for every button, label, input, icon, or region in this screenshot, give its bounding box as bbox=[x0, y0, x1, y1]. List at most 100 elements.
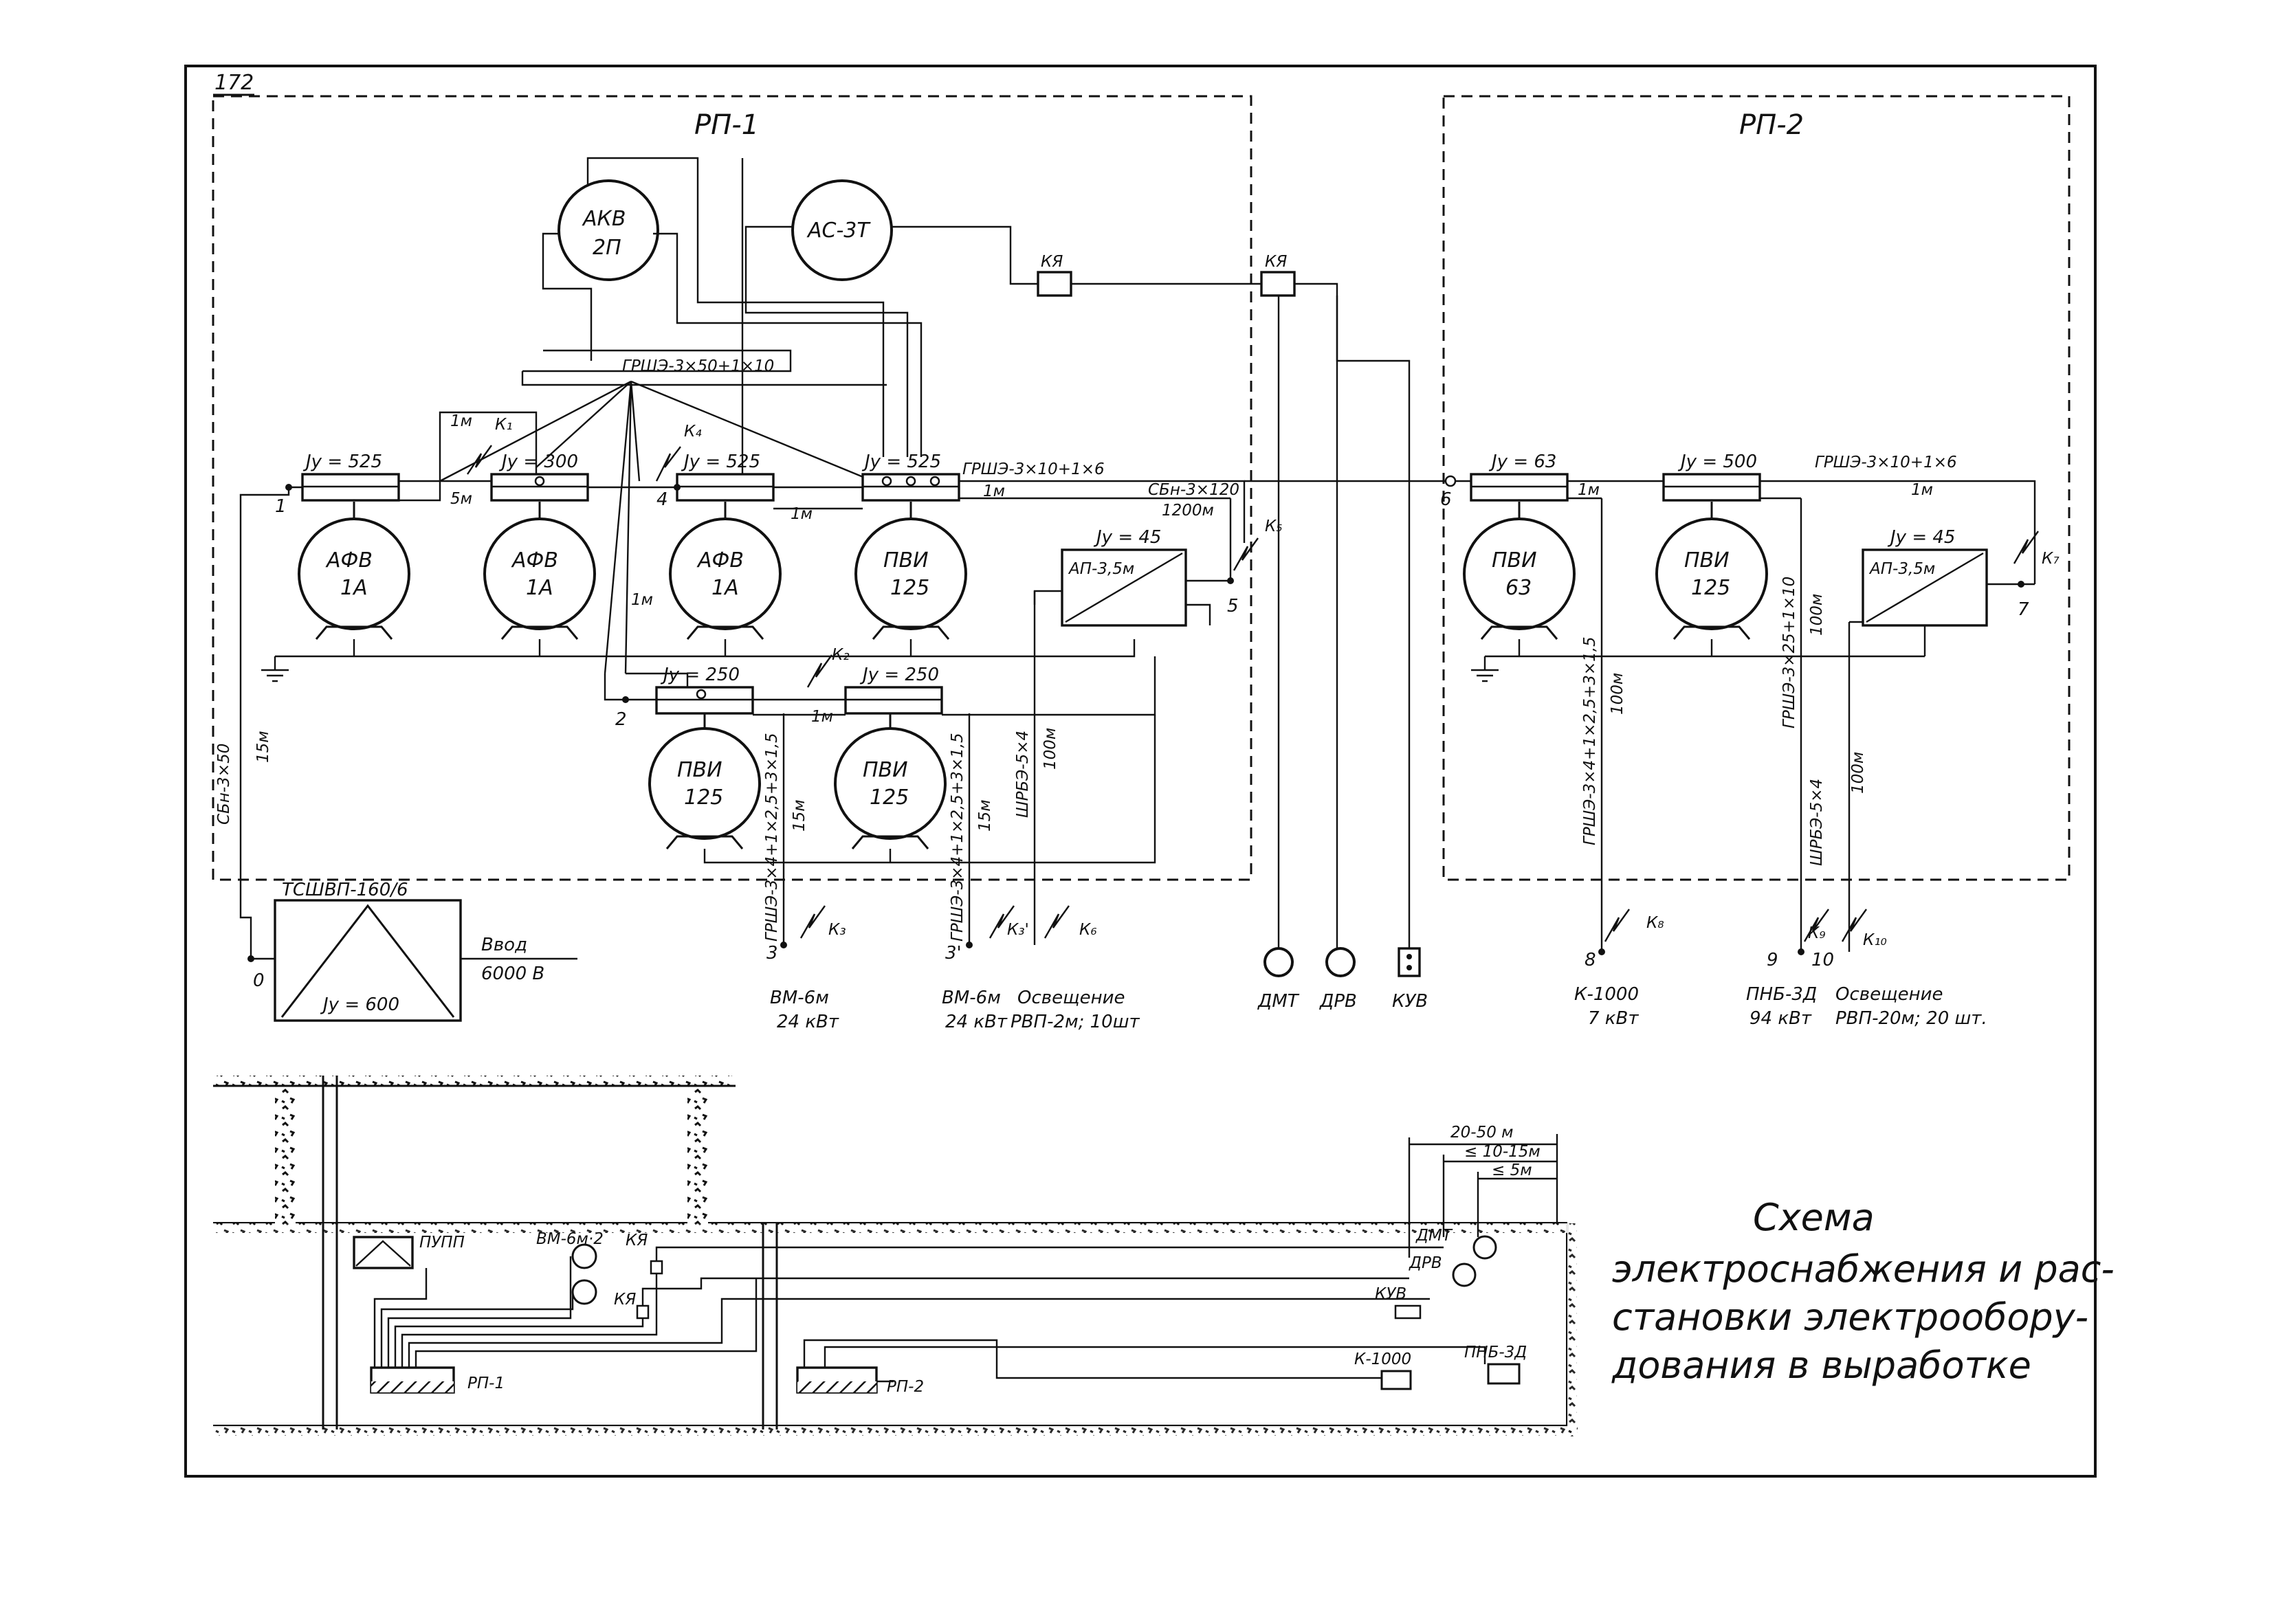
motor-6-model: 125 bbox=[870, 786, 909, 810]
fault-k10-arrow bbox=[1841, 909, 1867, 942]
load-vm1-name: ВМ-6м bbox=[770, 988, 829, 1008]
cable-vm1: ГРШЭ-3×4+1×2,5+3×1,5 bbox=[763, 733, 781, 942]
motor-1-model: 1А bbox=[340, 576, 368, 600]
plan-fan-1-icon bbox=[571, 1243, 597, 1269]
plan-dim-1: 20-50 м bbox=[1450, 1124, 1514, 1142]
fault-k8-label: К₈ bbox=[1646, 914, 1664, 932]
load-pnb-name: ПНБ-3Д bbox=[1746, 984, 1817, 1005]
node-9-dot bbox=[1798, 948, 1804, 955]
fault-k8-arrow bbox=[1604, 909, 1630, 942]
transformer-ap-2-label: АП-3,5м bbox=[1868, 560, 1935, 578]
motor-1 bbox=[298, 502, 410, 640]
main-bus-wire bbox=[521, 349, 887, 386]
load-vm2-name: ВМ-6м bbox=[942, 988, 1001, 1008]
ground-bus-rp2 bbox=[1471, 639, 1925, 682]
node-2-label: 2 bbox=[615, 709, 627, 730]
load-vm2-power: 24 кВт bbox=[945, 1012, 1008, 1032]
fault-k10-label: К₁₀ bbox=[1863, 931, 1887, 949]
cable-k1000: ГРШЭ-3×4+1×2,5+3×1,5 bbox=[1581, 636, 1599, 845]
fault-k9-label: К₉ bbox=[1808, 924, 1826, 942]
len-1m-a: 1м bbox=[450, 412, 472, 430]
switch-2-setting: Jу = 300 bbox=[498, 452, 578, 472]
diagram-title-line-2: электроснабжения и рас- bbox=[1612, 1247, 2115, 1291]
plan-kya-b-box bbox=[636, 1304, 650, 1320]
plan-rp1-label: РП-1 bbox=[467, 1375, 505, 1392]
plan-dimension-lines bbox=[1408, 1134, 1558, 1258]
substation-box bbox=[274, 899, 462, 1022]
transformer-ap-1-diag bbox=[1065, 552, 1183, 623]
plan-kuv-label: КУВ bbox=[1375, 1285, 1406, 1303]
wire-kya2-down bbox=[1277, 296, 1338, 948]
ground-bus-row2 bbox=[703, 715, 1156, 864]
main-bus-label: ГРШЭ-3×50+1×10 bbox=[622, 357, 774, 375]
switch-row2-wire bbox=[604, 656, 1156, 716]
wire-ac3t-loop bbox=[741, 158, 1411, 955]
switch-7-setting: Jу = 63 bbox=[1488, 452, 1556, 472]
ground-symbol-rp1 bbox=[261, 656, 289, 682]
cable-sbn-50: СБн-3×50 bbox=[215, 744, 233, 825]
cable-grsh-10-len: 1м bbox=[983, 482, 1005, 500]
cable-rp2-grsh: ГРШЭ-3×10+1×6 bbox=[1815, 454, 1957, 471]
kuv-device-dot-b bbox=[1406, 965, 1412, 970]
akv-sub-label: 2П bbox=[593, 236, 621, 260]
switch-4-dot-c bbox=[929, 476, 940, 487]
plan-dim-2: ≤ 10-15м bbox=[1464, 1143, 1541, 1161]
motor-5 bbox=[648, 713, 761, 849]
cable-light2-len: 100м bbox=[1849, 752, 1867, 794]
kuv-device bbox=[1398, 947, 1421, 977]
fault-k6-label: К₆ bbox=[1079, 921, 1097, 939]
mine-plan bbox=[213, 1076, 1578, 1436]
node-0-label: 0 bbox=[253, 970, 265, 991]
akv-2p-unit bbox=[558, 179, 659, 281]
node-5-label: 5 bbox=[1227, 596, 1239, 616]
cable-light1-len: 100м bbox=[1041, 728, 1059, 770]
rp2-bus-wire bbox=[1244, 480, 2036, 584]
motor-5-type: ПВИ bbox=[677, 758, 722, 782]
load-vm1-power: 24 кВт bbox=[777, 1012, 839, 1032]
fault-k3p-label: К₃' bbox=[1007, 921, 1029, 939]
plan-drv-label: ДРВ bbox=[1409, 1254, 1442, 1272]
transformer-ap-2-diag bbox=[1866, 552, 1984, 623]
node-7-label: 7 bbox=[2018, 599, 2029, 620]
motor-7-type: ПВИ bbox=[1492, 548, 1537, 572]
wire-akv-loop bbox=[542, 157, 923, 457]
switch-5-setting: Jу = 250 bbox=[660, 665, 740, 685]
node-10-label: 10 bbox=[1811, 950, 1834, 970]
node-6-label: 6 bbox=[1440, 489, 1452, 510]
plan-dim-3: ≤ 5м bbox=[1492, 1161, 1532, 1179]
rp1-title: РП-1 bbox=[694, 109, 759, 141]
transformer-ap-2-setting: Jу = 45 bbox=[1887, 527, 1955, 548]
cable-rp2-grsh-len: 1м bbox=[1911, 481, 1933, 499]
cable-grsh-10: ГРШЭ-3×10+1×6 bbox=[962, 460, 1105, 478]
transformer-ap-1-label: АП-3,5м bbox=[1068, 560, 1134, 578]
load-light2-detail: РВП-20м; 20 шт. bbox=[1835, 1008, 1987, 1029]
node-3-dot bbox=[780, 942, 787, 948]
switch-1-setting: Jу = 525 bbox=[302, 452, 382, 472]
len-5m: 5м bbox=[450, 490, 472, 508]
fault-k7-arrow bbox=[2013, 531, 2039, 564]
cable-vm2: ГРШЭ-3×4+1×2,5+3×1,5 bbox=[949, 733, 967, 942]
plan-drv-icon bbox=[1452, 1263, 1477, 1287]
plan-kya-a-label: КЯ bbox=[626, 1232, 648, 1249]
motor-2-type: АФВ bbox=[511, 548, 558, 572]
cable-vm1-len: 15м bbox=[791, 799, 808, 832]
motor-8-type: ПВИ bbox=[1684, 548, 1730, 572]
motor-4-model: 125 bbox=[890, 576, 929, 600]
diagram-title-line-4: дования в выработке bbox=[1611, 1344, 2031, 1387]
cable-sbn-120: СБн-3×120 bbox=[1148, 481, 1239, 499]
transformer-ap-2-feet bbox=[1849, 583, 2035, 656]
switch-2-dot bbox=[534, 476, 545, 487]
plan-pupp-label: ПУПП bbox=[419, 1234, 465, 1252]
substation-symbol bbox=[280, 904, 455, 1018]
node-3p-dot bbox=[966, 942, 973, 948]
cable-pnb-len: 100м bbox=[1808, 594, 1826, 636]
drv-label: ДРВ bbox=[1319, 991, 1357, 1012]
plan-kuv-box bbox=[1394, 1304, 1422, 1320]
len-1m-c: 1м bbox=[631, 591, 653, 609]
node-7-dot bbox=[2018, 581, 2024, 588]
fault-k6-arrow bbox=[1044, 905, 1070, 939]
fault-k3p-arrow bbox=[989, 905, 1015, 939]
fault-k4-label: К₄ bbox=[684, 423, 702, 441]
ac3t-unit bbox=[791, 179, 893, 281]
rp2-title: РП-2 bbox=[1739, 109, 1804, 141]
